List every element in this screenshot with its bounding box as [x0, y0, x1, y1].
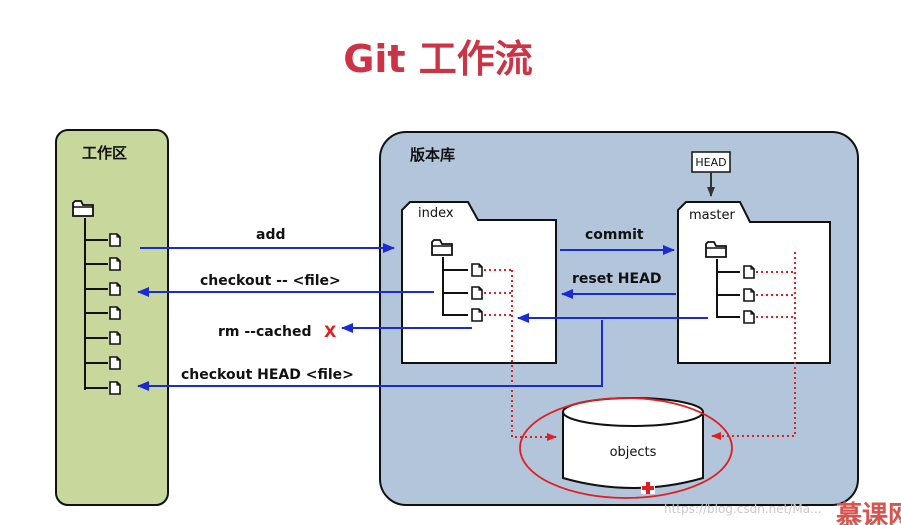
red-plus-icon [641, 480, 655, 494]
file-icon [109, 306, 121, 320]
file-icon [743, 265, 755, 279]
index-objects-links [484, 269, 557, 441]
workspace-tree [72, 200, 121, 395]
index-tree [431, 239, 483, 322]
file-icon [109, 356, 121, 370]
repository-label: 版本库 [410, 146, 455, 164]
file-icon [109, 282, 121, 296]
file-icon [109, 233, 121, 247]
commit-label: commit [585, 227, 644, 243]
file-icon [109, 331, 121, 345]
file-icon [471, 308, 483, 322]
master-objects-links [711, 252, 796, 440]
checkout-head-arrow [137, 320, 603, 391]
reset-head-label: reset HEAD [572, 271, 662, 287]
file-icon [109, 257, 121, 271]
file-icon [471, 286, 483, 300]
watermark-text: https://blog.csdn.net/Ma... [664, 502, 822, 516]
add-label: add [256, 227, 286, 243]
workspace-label: 工作区 [82, 144, 127, 162]
rm-cached-x-mark: X [324, 322, 337, 341]
file-icon [109, 381, 121, 395]
file-icon [471, 263, 483, 277]
master-tree [705, 241, 755, 324]
highlight-circle [519, 397, 733, 499]
index-label: index [418, 206, 454, 221]
head-label: HEAD [695, 156, 726, 169]
master-box [677, 201, 831, 364]
file-icon [743, 310, 755, 324]
checkout-file-label: checkout -- <file> [200, 273, 341, 289]
objects-label: objects [610, 445, 657, 460]
rm-cached-label: rm --cached [218, 324, 312, 340]
page-title: Git 工作流 [343, 37, 533, 81]
brand-logo-text: 慕课网 [836, 501, 901, 525]
file-icon [743, 288, 755, 302]
index-box [401, 201, 557, 364]
objects-store [562, 397, 704, 489]
checkout-head-label: checkout HEAD <file> [181, 367, 354, 383]
master-label: master [689, 208, 735, 223]
